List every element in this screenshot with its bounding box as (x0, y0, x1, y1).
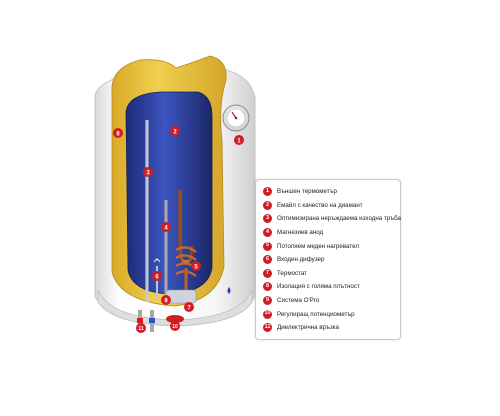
copper-heater (175, 190, 197, 292)
legend-label: Магнезиев анод (277, 229, 324, 237)
svg-text:8: 8 (116, 131, 120, 137)
legend-item-external-thermometer: 1 Външен термометър (263, 185, 394, 199)
legend-item-enamel: 2 Емайл с качество на диамант (263, 199, 394, 213)
svg-text:9: 9 (164, 298, 168, 304)
legend-item-insulation: 8 Изолация с голяма плътност (263, 280, 394, 294)
svg-text:7: 7 (187, 305, 191, 311)
external-thermometer (222, 104, 250, 132)
legend-item-heater: 5 Потопяем меден нагревател (263, 239, 394, 253)
legend-item-diffuser: 6 Входен дифузер (263, 253, 394, 267)
callout-9: 9 (161, 295, 171, 305)
legend-item-anode: 4 Магнезиев анод (263, 226, 394, 240)
legend-number-badge: 6 (263, 255, 272, 265)
legend-number-badge: 5 (263, 241, 272, 251)
callout-10: 10 (170, 321, 180, 331)
callout-5: 5 (191, 261, 201, 271)
callout-2: 2 (170, 126, 180, 136)
legend-item-dielectric: 11 Диелектрична връзка (263, 321, 394, 335)
potentiometer-knob (166, 315, 184, 323)
legend-number-badge: 4 (263, 228, 272, 238)
callout-11: 11 (136, 323, 146, 333)
legend-number-badge: 1 (263, 187, 272, 197)
svg-text:1: 1 (237, 138, 241, 144)
legend-label: Външен термометър (277, 188, 337, 196)
legend-label: Потопяем меден нагревател (277, 242, 359, 250)
svg-text:11: 11 (138, 326, 144, 332)
legend-label: Диелектрична връзка (277, 324, 339, 332)
legend-label: Система O'Pro (277, 297, 320, 305)
svg-text:5: 5 (194, 264, 198, 270)
legend-item-thermostat: 7 Термостат (263, 267, 394, 281)
legend-label: Изолация с голяма плътност (277, 283, 360, 291)
legend-item-outlet-pipe: 3 Оптимизирана неръждаема изходна тръба (263, 212, 401, 226)
legend-panel: 1 Външен термометър 2 Емайл с качество н… (255, 179, 401, 340)
svg-text:10: 10 (172, 324, 178, 330)
legend-label: Емайл с качество на диамант (277, 201, 363, 209)
legend-number-badge: 8 (263, 282, 272, 292)
legend-number-badge: 3 (263, 214, 272, 224)
svg-text:3: 3 (146, 170, 150, 176)
callout-7: 7 (184, 302, 194, 312)
legend-number-badge: 11 (263, 323, 272, 333)
legend-label: Регулиращ потенциометър (277, 310, 355, 318)
dielectric-connections (137, 310, 155, 332)
callout-3: 3 (143, 167, 153, 177)
legend-number-badge: 10 (263, 309, 272, 319)
legend-label: Входен дифузер (277, 256, 325, 264)
callout-8: 8 (113, 128, 123, 138)
svg-text:2: 2 (173, 129, 177, 135)
callout-1: 1 (234, 135, 244, 145)
callout-4: 4 (161, 222, 171, 232)
svg-text:4: 4 (164, 225, 168, 231)
legend-label: Оптимизирана неръждаема изходна тръба (277, 215, 401, 223)
legend-item-opro: 9 Система O'Pro (263, 294, 394, 308)
legend-number-badge: 9 (263, 296, 272, 306)
legend-number-badge: 7 (263, 268, 272, 278)
legend-number-badge: 2 (263, 200, 272, 210)
brand-mark (227, 287, 231, 294)
legend-label: Термостат (277, 269, 308, 277)
callout-6: 6 (152, 271, 162, 281)
bottom-cap (97, 289, 253, 327)
legend-item-potentiometer: 10 Регулиращ потенциометър (263, 307, 394, 321)
svg-text:6: 6 (155, 274, 159, 280)
